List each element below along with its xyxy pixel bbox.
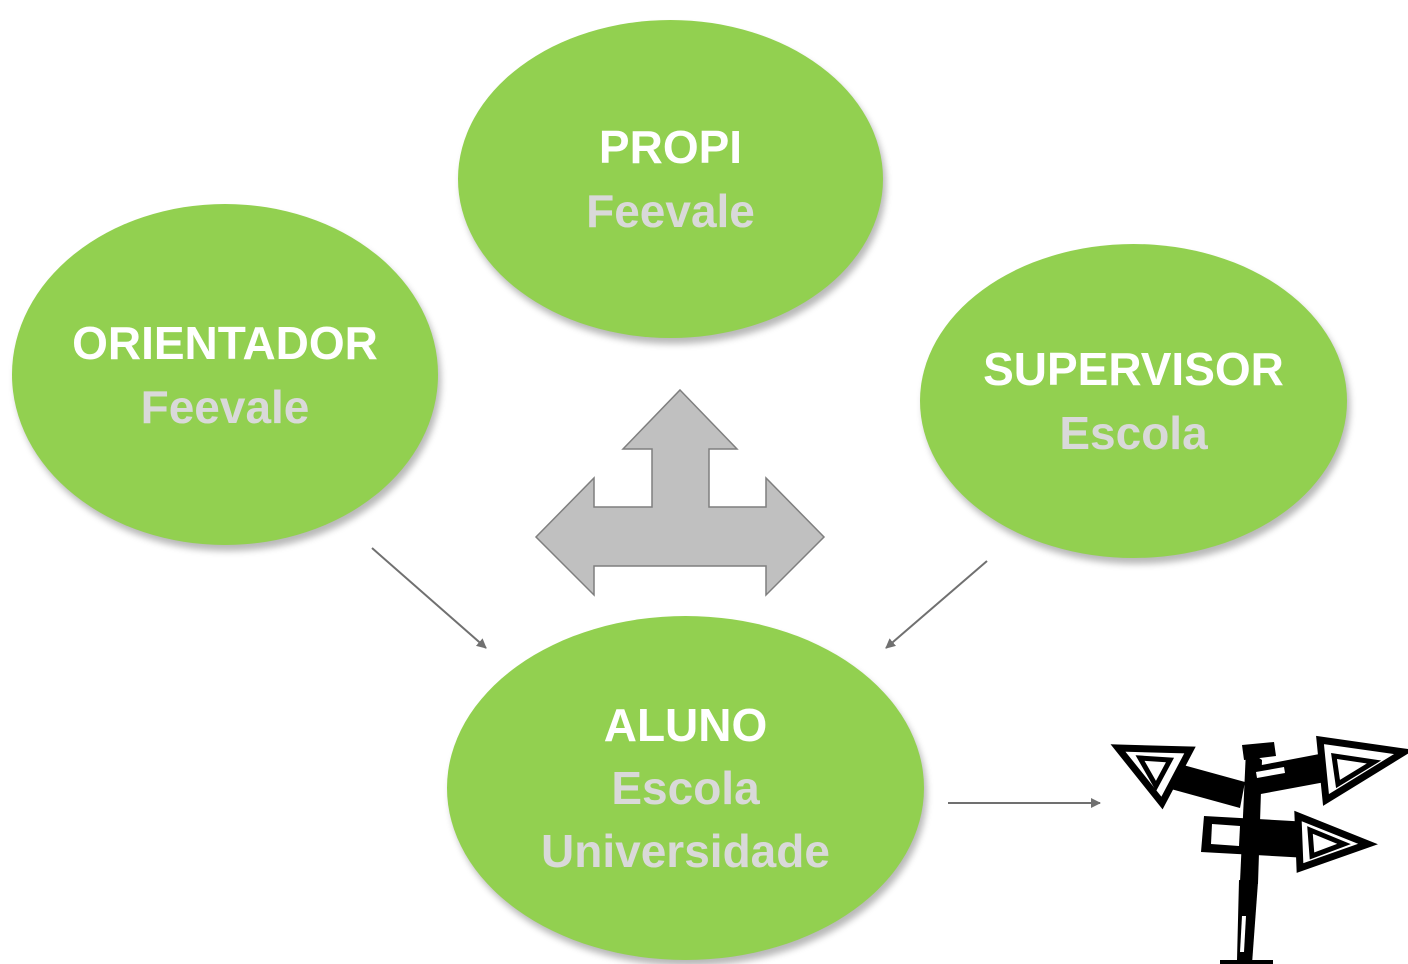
orientador-title: ORIENTADOR	[72, 316, 378, 369]
aluno-node: ALUNO Escola Universidade	[447, 616, 924, 960]
propi-title: PROPI	[598, 121, 743, 173]
supervisor-subtitle: Escola	[1059, 407, 1208, 459]
orientador-subtitle: Feevale	[140, 380, 310, 433]
aluno-title: ALUNO	[603, 698, 768, 751]
orientador-node: ORIENTADOR Feevale	[12, 204, 438, 545]
propi-node: PROPI Feevale	[458, 20, 883, 338]
aluno-line-universidade: Universidade	[541, 824, 830, 877]
connector-supervisor-to-aluno	[885, 560, 988, 649]
supervisor-title: SUPERVISOR	[983, 343, 1284, 395]
three-way-arrow-icon	[534, 388, 826, 597]
aluno-line-escola: Escola	[611, 761, 760, 814]
propi-subtitle: Feevale	[586, 185, 755, 237]
supervisor-node: SUPERVISOR Escola	[920, 244, 1347, 558]
signpost-icon	[1110, 735, 1408, 964]
connector-orientador-to-aluno	[371, 547, 487, 649]
